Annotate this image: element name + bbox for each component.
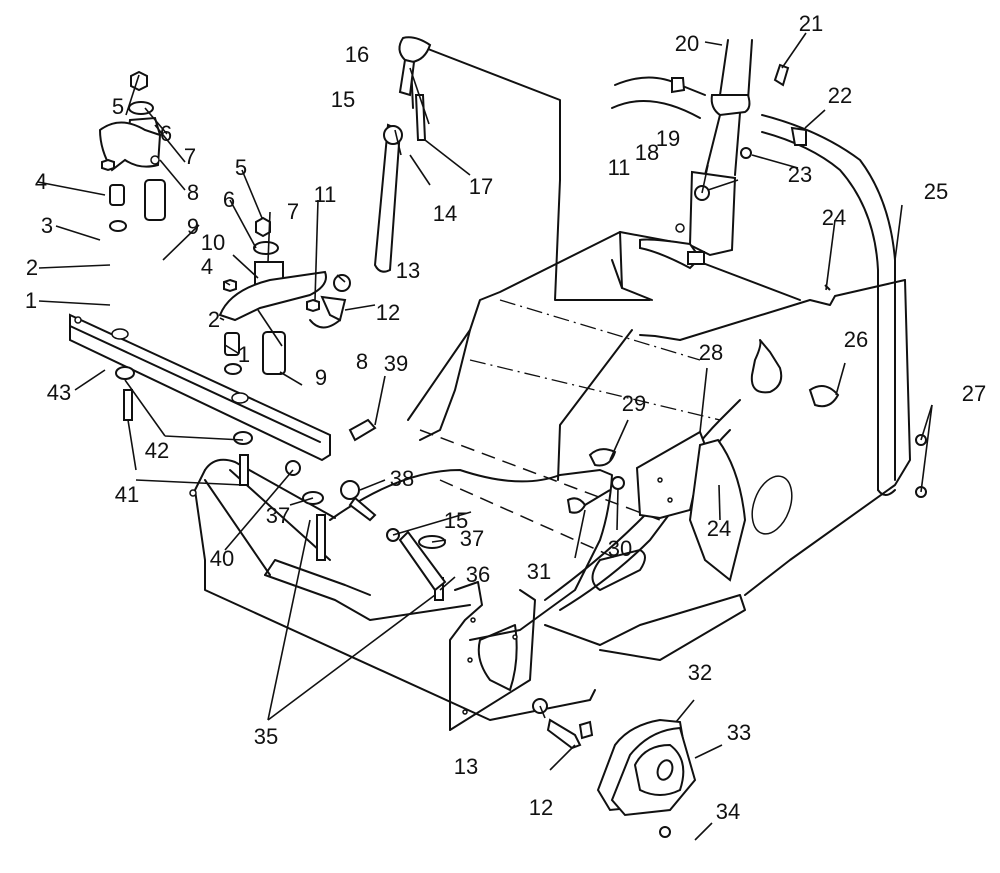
frame-body xyxy=(189,231,911,731)
callout-11: 11 xyxy=(313,182,337,207)
mount-plate xyxy=(635,430,747,582)
callout-9: 9 xyxy=(314,365,328,390)
callout-4: 4 xyxy=(34,169,48,194)
callout-21: 21 xyxy=(798,11,824,36)
callout-14: 14 xyxy=(432,201,458,226)
callout-1: 1 xyxy=(24,288,38,313)
callout-34: 34 xyxy=(715,799,741,824)
callout-12: 12 xyxy=(528,795,554,820)
callout-17: 17 xyxy=(468,174,494,199)
callout-16: 16 xyxy=(344,42,370,67)
callout-20: 20 xyxy=(674,31,700,56)
callout-32: 32 xyxy=(687,660,713,685)
callout-25: 25 xyxy=(923,179,949,204)
callout-6: 6 xyxy=(159,121,173,146)
callout-42: 42 xyxy=(144,438,170,463)
callout-35: 35 xyxy=(253,724,279,749)
callout-6: 6 xyxy=(222,187,236,212)
callout-43: 43 xyxy=(46,380,72,405)
callout-13: 13 xyxy=(395,258,421,283)
callout-10: 10 xyxy=(200,230,226,255)
callout-1: 1 xyxy=(237,342,251,367)
callout-33: 33 xyxy=(726,720,752,745)
callout-40: 40 xyxy=(209,546,235,571)
leader-lines xyxy=(37,32,933,841)
callout-13: 13 xyxy=(453,754,479,779)
callout-5: 5 xyxy=(234,155,248,180)
callout-4: 4 xyxy=(200,254,214,279)
engine-mount xyxy=(596,718,697,838)
callout-19: 19 xyxy=(655,126,681,151)
callout-7: 7 xyxy=(286,199,300,224)
callout-7: 7 xyxy=(183,144,197,169)
callout-22: 22 xyxy=(827,83,853,108)
callout-8: 8 xyxy=(186,180,200,205)
callout-37: 37 xyxy=(265,503,291,528)
callout-2: 2 xyxy=(25,255,39,280)
callout-15: 15 xyxy=(443,508,469,533)
tie-rod-end-lower xyxy=(532,698,594,750)
callout-15: 15 xyxy=(330,87,356,112)
callout-28: 28 xyxy=(698,340,724,365)
pitman-arm-center xyxy=(218,216,327,375)
callout-37: 37 xyxy=(459,526,485,551)
callout-8: 8 xyxy=(355,349,369,374)
callout-5: 5 xyxy=(111,94,125,119)
callout-3: 3 xyxy=(40,213,54,238)
callout-41: 41 xyxy=(114,482,140,507)
callout-11: 11 xyxy=(607,155,631,180)
callout-29: 29 xyxy=(621,391,647,416)
callout-2: 2 xyxy=(207,307,221,332)
crossbar xyxy=(69,313,331,462)
callout-9: 9 xyxy=(186,214,200,239)
callout-30: 30 xyxy=(607,536,633,561)
callout-36: 36 xyxy=(465,562,491,587)
callout-31: 31 xyxy=(526,559,552,584)
fasteners xyxy=(115,63,927,601)
callout-38: 38 xyxy=(389,466,415,491)
callout-18: 18 xyxy=(634,140,660,165)
callout-24: 24 xyxy=(706,516,732,541)
callout-12: 12 xyxy=(375,300,401,325)
callout-23: 23 xyxy=(787,162,813,187)
callout-39: 39 xyxy=(383,351,409,376)
callout-27: 27 xyxy=(961,381,987,406)
callout-26: 26 xyxy=(843,327,869,352)
steering-column xyxy=(611,39,896,496)
callout-24: 24 xyxy=(821,205,847,230)
